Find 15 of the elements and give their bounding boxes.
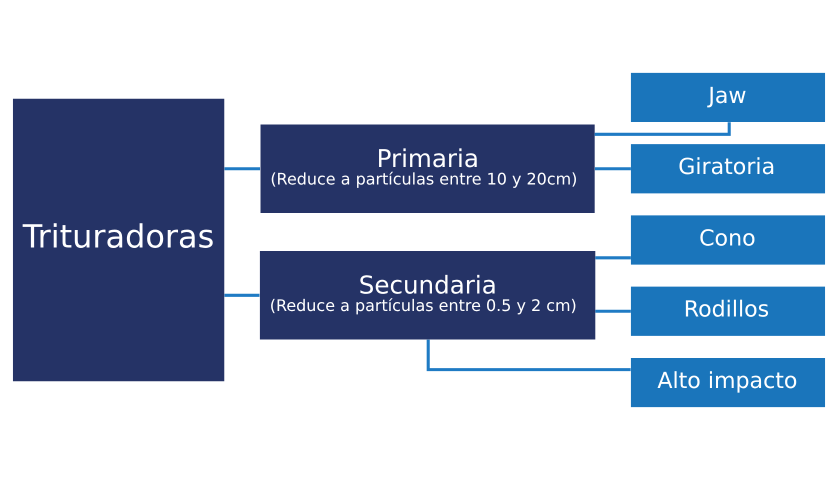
node-box: Primaria (Reduce a partículas entre 10 y 20cm) <box>260 124 595 212</box>
node-box: Alto impacto <box>630 357 826 407</box>
connector <box>594 122 731 136</box>
node-box: Jaw <box>630 72 826 122</box>
node-box: Trituradoras <box>12 98 224 381</box>
connector <box>224 166 260 170</box>
connector <box>595 309 631 312</box>
node-box: Rodillos <box>630 286 826 336</box>
node-box: Cono <box>630 214 826 264</box>
connector <box>594 166 631 170</box>
connector <box>595 256 631 259</box>
node-box: Giratoria <box>630 144 826 193</box>
node-box: Secundaria (Reduce a partículas entre 0.5 y 2 cm) <box>260 250 596 340</box>
connector <box>224 293 260 296</box>
connector <box>426 339 631 371</box>
